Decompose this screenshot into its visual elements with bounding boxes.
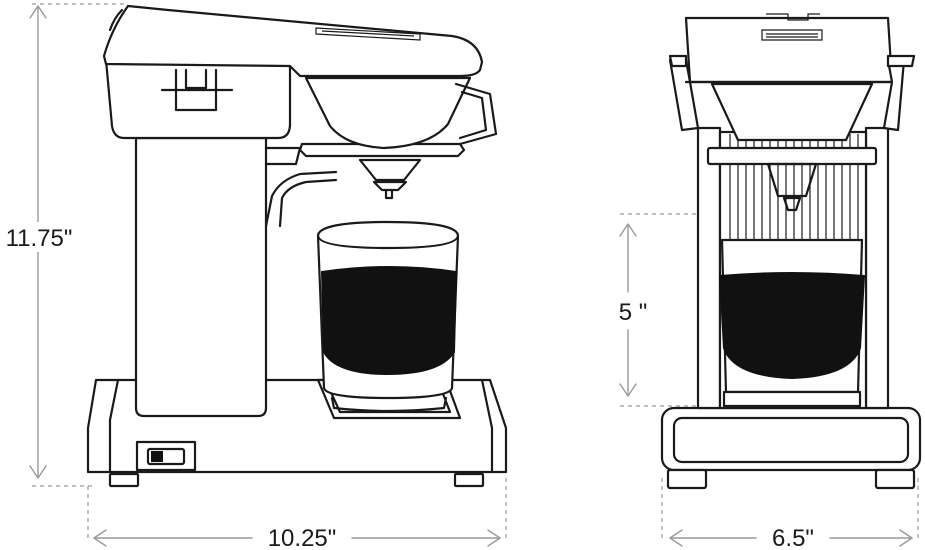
power-switch-icon — [135, 440, 197, 472]
cup-height-dimension: 5 " — [619, 213, 700, 407]
side-view-machine — [86, 4, 508, 488]
width-dimension: 10.25" — [87, 478, 507, 550]
cup — [316, 220, 460, 413]
height-dimension: 11.75" — [0, 3, 126, 487]
depth-dimension: 6.5" — [661, 478, 919, 550]
depth-label: 6.5" — [772, 525, 814, 550]
front-view-machine — [660, 13, 922, 490]
height-label: 11.75" — [6, 225, 73, 252]
width-label: 10.25" — [268, 525, 337, 550]
front-cup — [718, 238, 866, 408]
cup-height-label: 5 " — [619, 299, 648, 326]
